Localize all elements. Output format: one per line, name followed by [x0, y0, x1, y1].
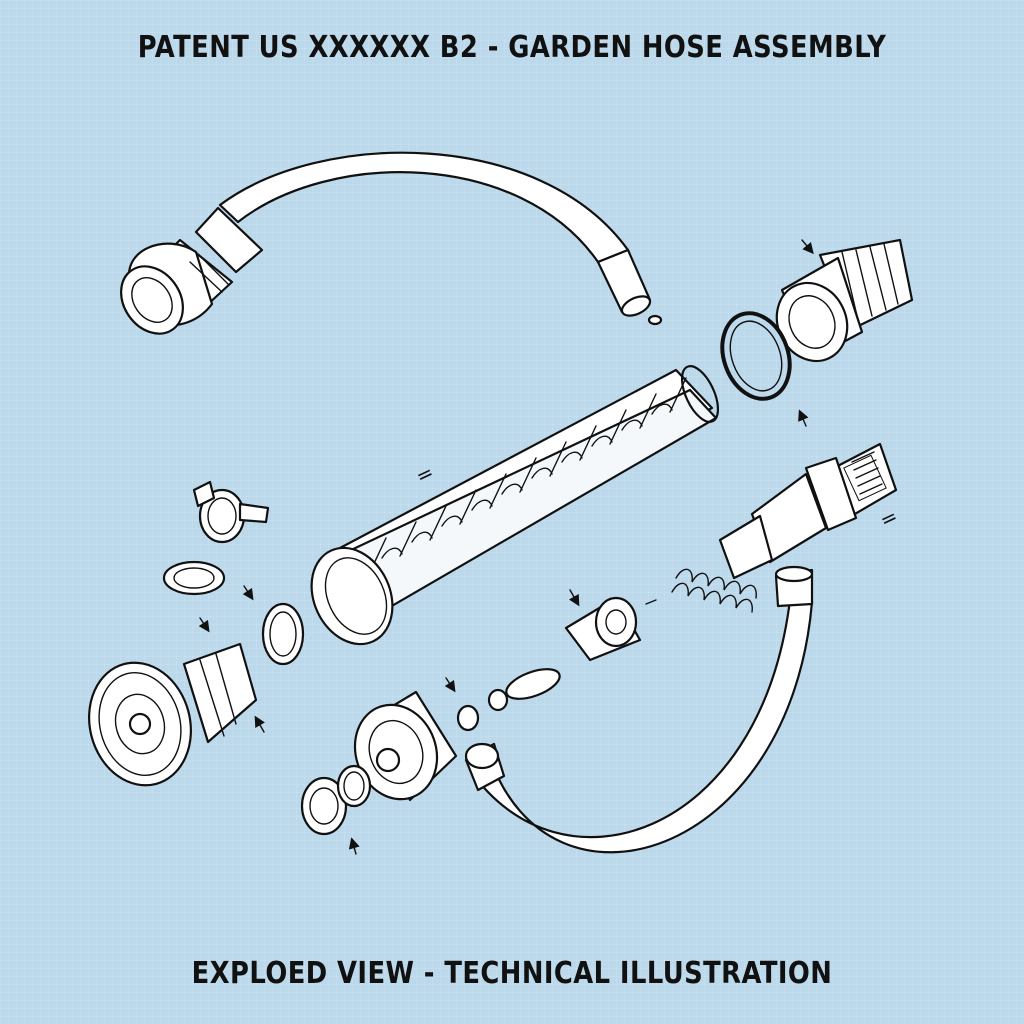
lower-hose-section	[464, 565, 814, 854]
figure-caption: EXPLOED VIEW - TECHNICAL ILLUSTRATION	[191, 956, 833, 991]
hose-clamp	[192, 480, 270, 544]
callout-mark-nozzle: =	[876, 504, 901, 533]
spray-nozzle-head	[88, 642, 258, 787]
upper-hose-section	[120, 151, 663, 335]
bottom-washers	[300, 764, 372, 836]
large-o-ring	[720, 311, 792, 401]
small-seals	[456, 668, 561, 732]
page-title: PATENT US XXXXXX B2 - GARDEN HOSE ASSEMB…	[137, 30, 887, 65]
compression-spring	[671, 568, 757, 613]
o-ring-left	[261, 602, 305, 666]
callout-mark-hose: =	[412, 460, 437, 489]
valve-insert	[564, 596, 642, 662]
assembly-arrows	[198, 239, 814, 855]
female-hose-coupling	[120, 206, 264, 335]
upper-hose-end-ferrule	[596, 248, 663, 326]
flat-washer-left	[162, 560, 226, 596]
pattern-selector-dial	[353, 690, 458, 802]
nozzle-filter-assembly	[671, 442, 898, 613]
reinforced-hose-cutaway	[310, 365, 720, 646]
male-thread-adapter	[775, 238, 914, 363]
